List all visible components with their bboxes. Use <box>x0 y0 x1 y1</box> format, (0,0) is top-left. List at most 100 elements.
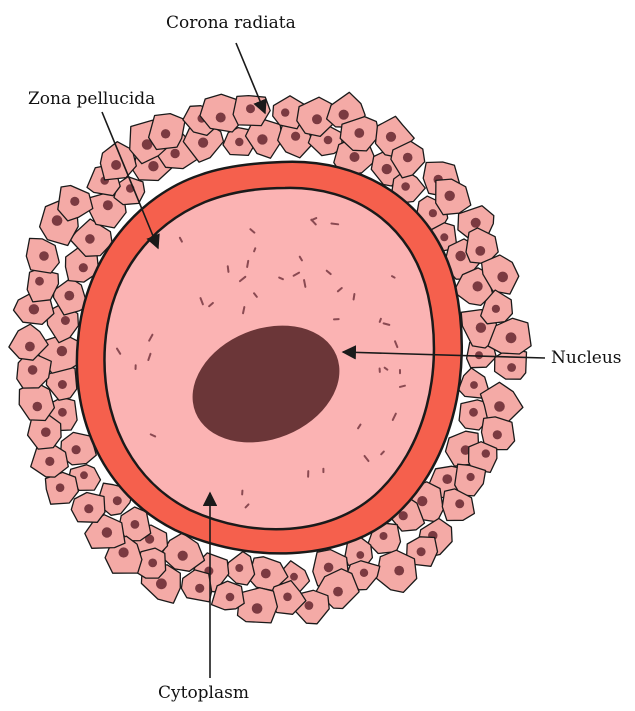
follicle-cell-nucleus <box>261 569 271 579</box>
follicle-cell-nucleus <box>70 197 79 206</box>
follicle-cell-nucleus <box>195 584 204 593</box>
follicle-cell-nucleus <box>33 402 43 412</box>
follicle-cell-nucleus <box>25 342 35 352</box>
follicle-cell-nucleus <box>72 445 81 454</box>
follicle-cell-nucleus <box>45 457 54 466</box>
follicle-cell-nucleus <box>455 251 465 261</box>
follicle-cell-nucleus <box>507 363 516 372</box>
follicle-cell-nucleus <box>170 149 179 158</box>
follicle-cell-nucleus <box>58 380 67 389</box>
follicle-cell-nucleus <box>333 587 343 597</box>
follicle-cell-nucleus <box>482 449 490 457</box>
follicle-cell <box>238 588 278 623</box>
follicle-cell-nucleus <box>471 218 481 228</box>
follicle-cell-nucleus <box>403 153 413 163</box>
follicle-cell-nucleus <box>356 551 364 559</box>
follicle-cell-nucleus <box>354 128 364 138</box>
follicle-cell-nucleus <box>350 152 360 162</box>
cytoplasm-label: Cytoplasm <box>158 683 249 703</box>
cytoplasm-granule <box>380 319 381 322</box>
follicle-cell-nucleus <box>119 547 129 557</box>
follicle-cell-nucleus <box>131 520 140 529</box>
follicle-cell-nucleus <box>429 209 437 217</box>
follicle-cell-nucleus <box>324 563 334 573</box>
follicle-cell <box>436 179 471 215</box>
follicle-cell-nucleus <box>401 182 410 191</box>
follicle-cell-nucleus <box>58 408 67 417</box>
follicle-cell-nucleus <box>28 365 38 375</box>
follicle-cell-nucleus <box>35 277 44 286</box>
follicle-cell-nucleus <box>442 474 452 484</box>
follicle-cell-nucleus <box>235 564 243 572</box>
follicle-cell-nucleus <box>324 136 333 145</box>
follicle-cell-nucleus <box>161 129 170 138</box>
follicle-cell-nucleus <box>103 200 113 210</box>
follicle-cell-nucleus <box>41 427 51 437</box>
follicle-cell-nucleus <box>417 547 426 556</box>
cytoplasm-granule <box>392 276 395 277</box>
cytoplasm-granule <box>254 248 255 251</box>
follicle-cell-nucleus <box>29 304 39 314</box>
follicle-cell-nucleus <box>417 496 427 506</box>
cytoplasm-granule <box>304 280 305 287</box>
follicle-cell-nucleus <box>61 316 70 325</box>
follicle-cell-nucleus <box>283 593 292 602</box>
follicle-cell-nucleus <box>178 551 188 561</box>
follicle-cell-nucleus <box>339 110 349 120</box>
follicle-cell-nucleus <box>305 601 314 610</box>
follicle-cell <box>376 550 416 592</box>
follicle-cell-nucleus <box>156 578 167 589</box>
zona-pellucida-label: Zona pellucida <box>28 89 155 109</box>
follicle-cell-nucleus <box>291 132 300 141</box>
follicle-cell-nucleus <box>252 603 263 614</box>
nucleus-label: Nucleus <box>551 348 622 368</box>
follicle-cell-nucleus <box>57 346 67 356</box>
cytoplasm-granule <box>331 223 338 224</box>
follicle-cell-nucleus <box>455 499 464 508</box>
follicle-cell <box>58 186 93 221</box>
follicle-cell-nucleus <box>497 272 508 283</box>
follicle-cell-nucleus <box>198 138 208 148</box>
follicle-cell-nucleus <box>281 108 289 116</box>
follicle-cell-nucleus <box>382 164 392 174</box>
follicle-cell-nucleus <box>440 233 448 241</box>
follicle-cell-nucleus <box>216 113 226 123</box>
follicle-cell <box>71 493 105 523</box>
follicle-cell-nucleus <box>475 246 485 256</box>
follicle-cell-nucleus <box>257 134 267 144</box>
follicle-cell-nucleus <box>113 496 122 505</box>
follicle-cell-nucleus <box>56 483 65 492</box>
follicle-cell-nucleus <box>360 569 368 577</box>
follicle-cell-nucleus <box>476 323 486 333</box>
follicle-cell-nucleus <box>52 215 63 226</box>
cytoplasm-granule <box>400 386 405 387</box>
follicle-cell-nucleus <box>64 291 74 301</box>
cytoplasm-granule <box>354 294 355 299</box>
follicle-cell-nucleus <box>394 566 404 576</box>
follicle-cell-nucleus <box>380 532 388 540</box>
follicle-cell <box>226 552 254 585</box>
follicle-cell-nucleus <box>85 234 95 244</box>
follicle-cell-nucleus <box>80 471 88 479</box>
cytoplasm-granule <box>243 307 244 313</box>
follicle-cell-nucleus <box>111 160 121 170</box>
follicle-cell-nucleus <box>492 305 500 313</box>
follicle-cell-nucleus <box>226 593 235 602</box>
follicle-cell-nucleus <box>467 473 475 481</box>
follicle-cell-nucleus <box>493 430 502 439</box>
cytoplasm-granule <box>228 266 229 272</box>
follicle-cell-nucleus <box>494 401 505 412</box>
cytoplasm-granule <box>247 261 248 267</box>
follicle-cell-nucleus <box>79 263 88 272</box>
follicle-cell-nucleus <box>148 559 157 568</box>
follicle-cell-nucleus <box>506 332 517 343</box>
follicle-cell-nucleus <box>386 132 396 142</box>
follicle-cell-nucleus <box>445 191 455 201</box>
follicle-cell-nucleus <box>470 381 478 389</box>
follicle-cell-nucleus <box>246 104 255 113</box>
follicle-cell-nucleus <box>312 114 322 124</box>
follicle-cell-nucleus <box>473 281 483 291</box>
follicle-cell <box>181 570 211 602</box>
follicle-cell-nucleus <box>290 573 298 581</box>
